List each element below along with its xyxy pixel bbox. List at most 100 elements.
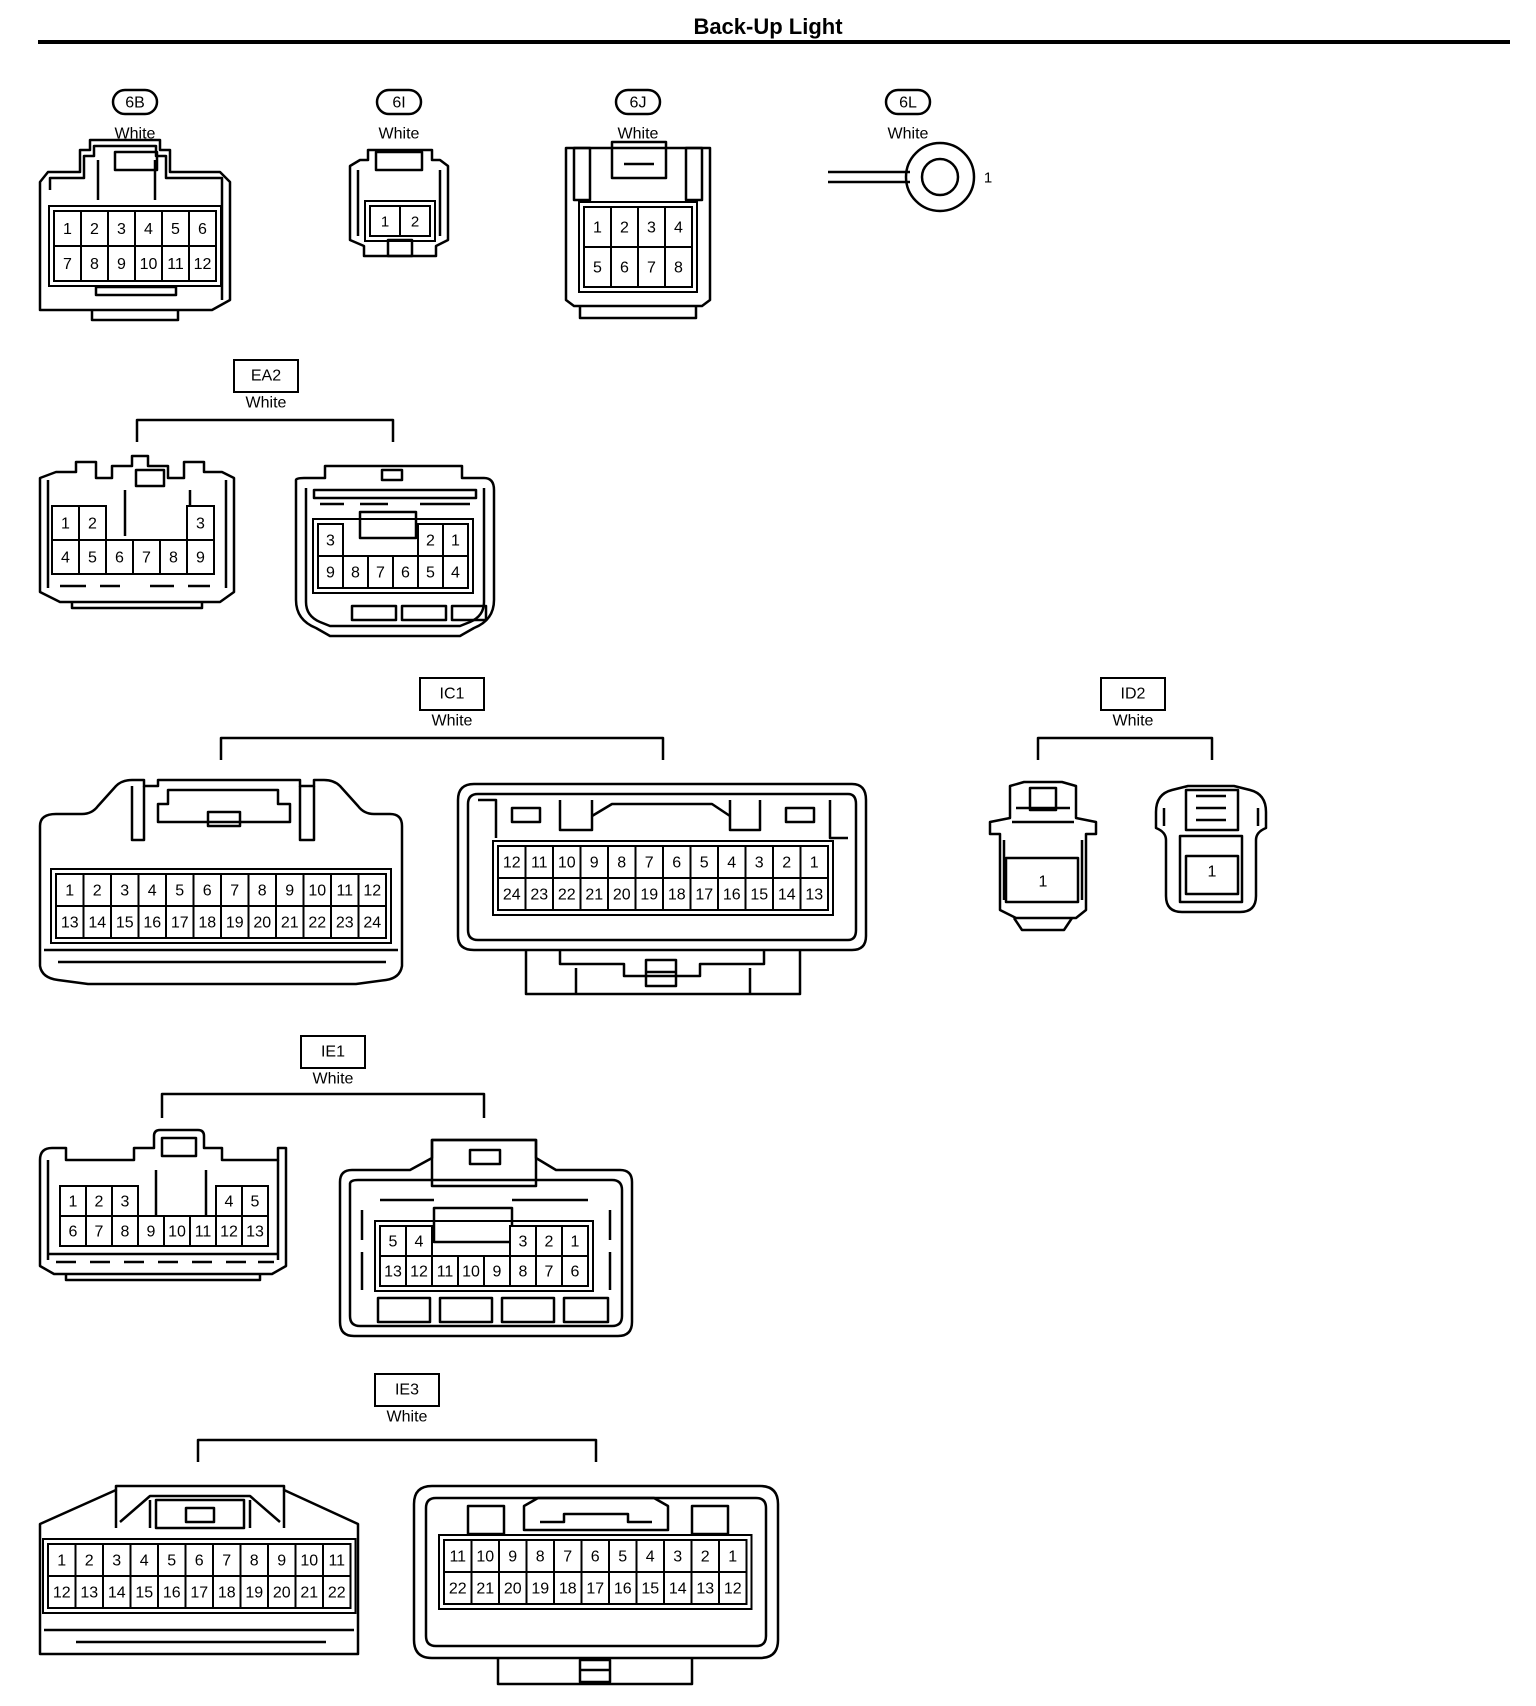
connector-color: White xyxy=(313,1071,354,1088)
pin-number: 20 xyxy=(613,887,631,904)
pin-number: 3 xyxy=(519,1234,528,1251)
pin-number: 1 xyxy=(63,221,72,238)
pin-number: 23 xyxy=(336,915,354,932)
pin-number: 7 xyxy=(645,855,654,872)
connector-code: EA2 xyxy=(251,368,281,385)
pin-cell xyxy=(561,1255,589,1287)
pin-number: 3 xyxy=(673,1549,682,1566)
pin-number: 6 xyxy=(195,1553,204,1570)
pin-number: 13 xyxy=(696,1581,714,1598)
pin-number: 8 xyxy=(169,550,178,567)
pin-cell xyxy=(535,1255,563,1287)
pin-number: 15 xyxy=(135,1585,153,1602)
connector-code: IE1 xyxy=(321,1044,345,1061)
pin-number: 22 xyxy=(449,1581,467,1598)
connector-id2-left-pin-number: 1 xyxy=(1039,874,1048,891)
connector-6l-pin-number: 1 xyxy=(984,170,992,187)
pin-number: 16 xyxy=(143,915,161,932)
pin-cell xyxy=(689,845,719,879)
pin-number: 21 xyxy=(476,1581,494,1598)
pin-number: 4 xyxy=(415,1234,424,1251)
pin-number: 6 xyxy=(198,221,207,238)
pin-number: 10 xyxy=(140,256,158,273)
pin-cell xyxy=(132,539,161,575)
pin-number: 13 xyxy=(805,887,823,904)
page-title: Back-Up Light xyxy=(693,14,843,39)
pin-cell xyxy=(192,905,222,939)
pin-number: 1 xyxy=(69,1194,78,1211)
pin-cell xyxy=(689,877,719,911)
pin-number: 9 xyxy=(326,565,335,582)
pin-cell xyxy=(241,1215,269,1247)
pin-number: 6 xyxy=(69,1224,78,1241)
pin-number: 2 xyxy=(93,883,102,900)
pin-number: 8 xyxy=(121,1224,130,1241)
pin-cell xyxy=(580,1571,610,1605)
pin-number: 3 xyxy=(755,855,764,872)
pin-number: 7 xyxy=(222,1553,231,1570)
pin-number: 3 xyxy=(117,221,126,238)
pin-cell xyxy=(718,1571,748,1605)
pin-number: 2 xyxy=(90,221,99,238)
pin-number: 16 xyxy=(614,1581,632,1598)
pin-cell xyxy=(111,1215,139,1247)
pin-cell xyxy=(579,877,609,911)
pin-cell xyxy=(662,845,692,879)
pin-number: 6 xyxy=(571,1264,580,1281)
pin-number: 19 xyxy=(531,1581,549,1598)
pin-number: 12 xyxy=(503,855,521,872)
pin-cell xyxy=(294,1575,324,1609)
connector-color: White xyxy=(379,126,420,143)
connector-code: IE3 xyxy=(395,1382,419,1399)
pin-number: 11 xyxy=(336,883,353,900)
pin-cell xyxy=(239,1575,269,1609)
pin-number: 4 xyxy=(144,221,153,238)
pin-cell xyxy=(186,539,215,575)
pin-number: 17 xyxy=(171,915,189,932)
pin-number: 20 xyxy=(273,1585,291,1602)
pin-number: 2 xyxy=(85,1553,94,1570)
pin-cell xyxy=(80,245,109,282)
pin-number: 9 xyxy=(590,855,599,872)
pin-cell xyxy=(744,845,774,879)
pin-cell xyxy=(157,1575,187,1609)
pin-cell xyxy=(85,1215,113,1247)
pin-cell xyxy=(369,205,401,237)
pin-number: 12 xyxy=(220,1224,238,1241)
pin-number: 1 xyxy=(381,214,389,231)
pin-number: 17 xyxy=(586,1581,604,1598)
pin-number: 11 xyxy=(531,855,548,872)
connector-6i-housing xyxy=(348,148,450,258)
pin-cell xyxy=(55,905,85,939)
pin-cell xyxy=(322,1575,352,1609)
pin-number: 4 xyxy=(646,1549,655,1566)
pin-number: 21 xyxy=(281,915,299,932)
connector-ic1-left-housing xyxy=(38,778,404,986)
pin-number: 5 xyxy=(618,1549,627,1566)
pin-number: 10 xyxy=(300,1553,318,1570)
pin-number: 4 xyxy=(225,1194,234,1211)
pin-cell xyxy=(212,1575,242,1609)
pin-cell xyxy=(275,873,305,907)
pin-cell xyxy=(163,1215,191,1247)
pin-number: 10 xyxy=(462,1264,480,1281)
pin-number: 21 xyxy=(585,887,603,904)
connector-color: White xyxy=(618,126,659,143)
pin-number: 8 xyxy=(351,565,360,582)
pin-number: 8 xyxy=(536,1549,545,1566)
connector-ic1-bracket xyxy=(219,736,665,760)
pin-cell xyxy=(317,523,344,557)
connector-color: White xyxy=(115,126,156,143)
pin-cell xyxy=(580,1539,610,1573)
pin-number: 18 xyxy=(218,1585,236,1602)
